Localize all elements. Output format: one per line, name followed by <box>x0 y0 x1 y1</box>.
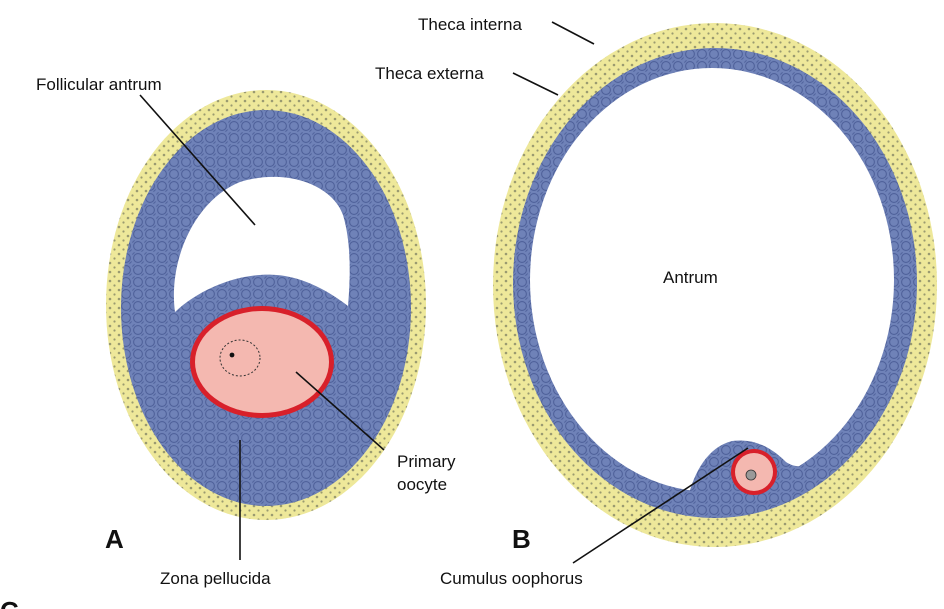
labels: Follicular antrum Primary oocyte Zona pe… <box>36 15 718 588</box>
leader-theca-interna <box>551 21 595 45</box>
antrum-cavity <box>530 68 894 492</box>
leader-lines <box>139 21 749 564</box>
leader-primary-oocyte <box>295 371 385 451</box>
oocyte-nucleus <box>219 339 261 377</box>
follicular-antrum-cavity <box>173 176 350 312</box>
label-cumulus-oophorus: Cumulus oophorus <box>440 569 583 588</box>
panel-label-b: B <box>512 524 531 554</box>
leader-follicular-antrum <box>139 94 256 226</box>
leader-theca-externa <box>512 72 559 96</box>
follicle-a <box>106 90 426 520</box>
label-primary-oocyte-line2: oocyte <box>397 475 447 494</box>
oocyte-b-nucleus <box>745 469 757 481</box>
label-antrum: Antrum <box>663 268 718 287</box>
label-zona-pellucida: Zona pellucida <box>160 569 271 588</box>
primary-oocyte <box>195 311 329 413</box>
follicle-b <box>493 23 937 547</box>
label-primary-oocyte-line1: Primary <box>397 452 456 471</box>
panel-letters: A B C <box>0 524 531 609</box>
label-theca-externa: Theca externa <box>375 64 484 83</box>
label-theca-interna: Theca interna <box>418 15 522 34</box>
panel-label-c: C <box>0 596 19 609</box>
leader-cumulus-oophorus <box>572 447 749 564</box>
label-follicular-antrum: Follicular antrum <box>36 75 162 94</box>
panel-label-a: A <box>105 524 124 554</box>
oocyte-nucleolus <box>229 352 235 358</box>
